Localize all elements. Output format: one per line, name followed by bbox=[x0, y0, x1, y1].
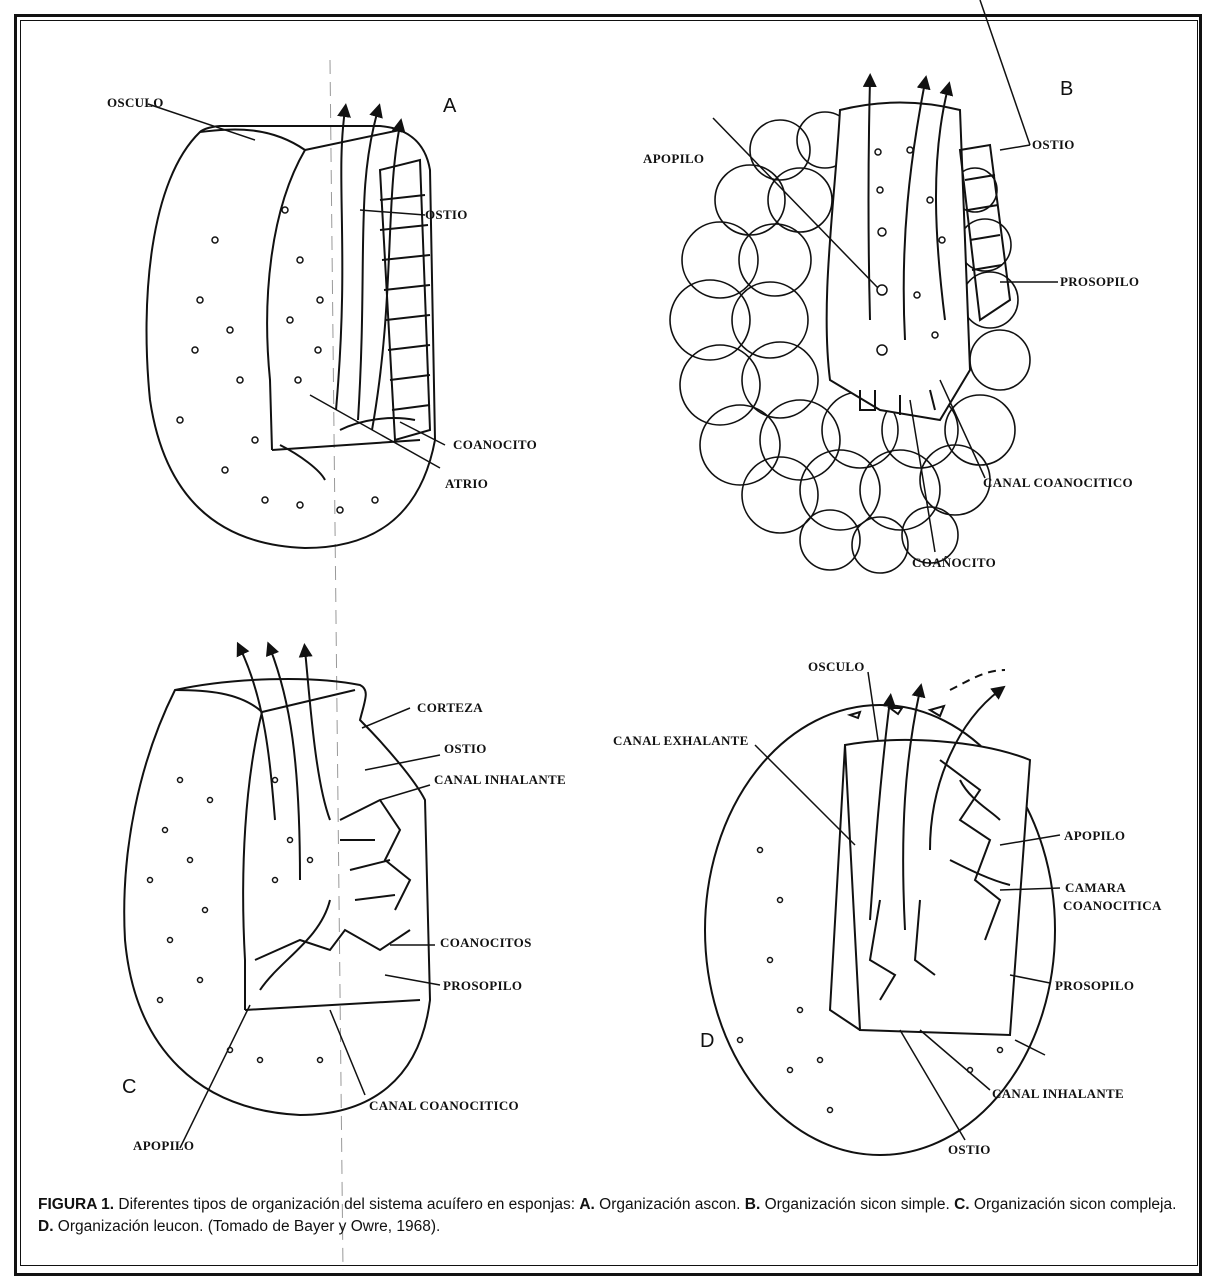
label-prosopilo-c: PROSOPILO bbox=[443, 978, 522, 994]
panel-letter-b: B bbox=[1060, 78, 1073, 101]
label-canal-coanocitico-b: CANAL COANOCITICO bbox=[983, 475, 1133, 491]
label-apopilo-b: APOPILO bbox=[643, 151, 704, 167]
caption-c-letter: C. bbox=[954, 1196, 970, 1213]
caption-a-text: Organización ascon. bbox=[595, 1196, 745, 1213]
label-ostio-d: OSTIO bbox=[948, 1142, 991, 1158]
label-coanocitica-d: COANOCITICA bbox=[1063, 898, 1162, 914]
label-apopilo-d: APOPILO bbox=[1064, 828, 1125, 844]
label-canal-coanocitico-c: CANAL COANOCITICO bbox=[369, 1098, 519, 1114]
caption-b-text: Organización sicon simple. bbox=[760, 1196, 954, 1213]
scan-artifact-line bbox=[330, 60, 343, 1270]
panel-a-drawing bbox=[147, 104, 445, 548]
caption-d-letter: D. bbox=[38, 1218, 54, 1235]
label-prosopilo-b: PROSOPILO bbox=[1060, 274, 1139, 290]
label-camara-d: CAMARA bbox=[1065, 880, 1126, 896]
panel-letter-d: D bbox=[700, 1030, 714, 1053]
label-canal-exhalante-d: CANAL EXHALANTE bbox=[613, 733, 749, 749]
label-prosopilo-d: PROSOPILO bbox=[1055, 978, 1134, 994]
caption-figure-label: FIGURA 1. bbox=[38, 1196, 114, 1213]
caption-c-text: Organización sicon compleja. bbox=[970, 1196, 1177, 1213]
label-corteza-c: CORTEZA bbox=[417, 700, 483, 716]
label-osculo-d: OSCULO bbox=[808, 659, 865, 675]
label-coanocitos-c: COANOCITOS bbox=[440, 935, 532, 951]
label-coanocito-b: COAÑOCITO bbox=[912, 555, 996, 571]
label-ostio-c: OSTIO bbox=[444, 741, 487, 757]
panel-letter-c: C bbox=[122, 1076, 136, 1099]
label-coanocito-a: COANOCITO bbox=[453, 437, 537, 453]
label-canal-inhalante-c: CANAL INHALANTE bbox=[434, 772, 566, 788]
caption-d-text: Organización leucon. (Tomado de Bayer y … bbox=[54, 1218, 441, 1235]
panel-letter-a: A bbox=[443, 95, 456, 118]
label-ostio-a: OSTIO bbox=[425, 207, 468, 223]
caption-a-letter: A. bbox=[579, 1196, 595, 1213]
label-apopilo-c: APOPILO bbox=[133, 1138, 194, 1154]
label-atrio-a: ATRIO bbox=[445, 476, 488, 492]
label-ostio-b: OSTIO bbox=[1032, 137, 1075, 153]
panel-d-drawing bbox=[705, 670, 1060, 1155]
caption-intro: Diferentes tipos de organización del sis… bbox=[114, 1196, 579, 1213]
caption-b-letter: B. bbox=[745, 1196, 761, 1213]
panel-c-drawing bbox=[124, 648, 440, 1148]
label-osculo-a: OSCULO bbox=[107, 95, 164, 111]
label-canal-inhalante-d: CANAL INHALANTE bbox=[992, 1086, 1124, 1102]
figure-caption: FIGURA 1. Diferentes tipos de organizaci… bbox=[38, 1194, 1188, 1238]
